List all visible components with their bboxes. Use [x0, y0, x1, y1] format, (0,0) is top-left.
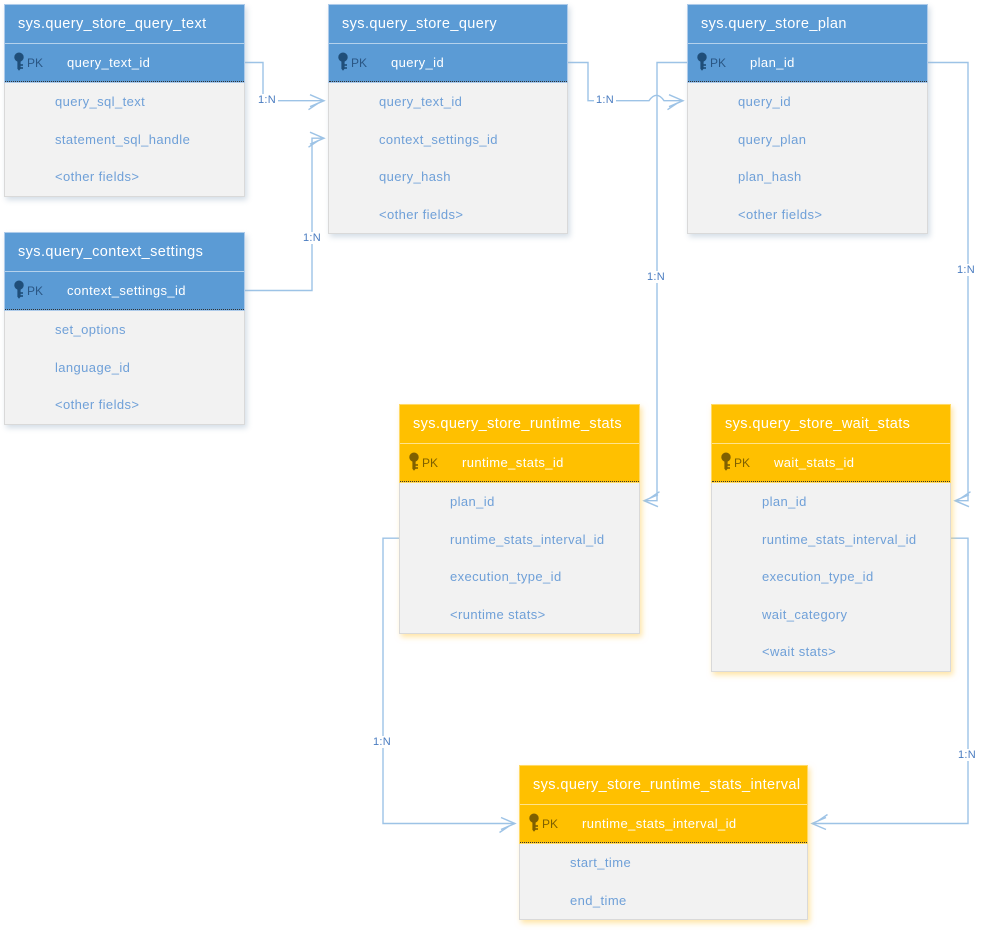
- table-query-store-plan[interactable]: sys.query_store_plan PK plan_id query_id…: [687, 4, 928, 234]
- primary-key-row[interactable]: PK runtime_stats_interval_id: [520, 804, 807, 843]
- table-title[interactable]: sys.query_store_plan: [701, 16, 847, 32]
- field-row: context_settings_id: [379, 131, 498, 147]
- table-title[interactable]: sys.query_store_query_text: [18, 16, 207, 32]
- pk-field-name: wait_stats_id: [774, 455, 855, 470]
- field-row: plan_id: [450, 494, 495, 509]
- cardinality-label: 1:N: [593, 94, 617, 106]
- primary-key-row[interactable]: PK runtime_stats_id: [400, 443, 639, 482]
- pk-tag: PK: [734, 455, 751, 470]
- field-row: start_time: [570, 855, 632, 870]
- field-row: language_id: [55, 359, 131, 375]
- primary-key-row[interactable]: PK wait_stats_id: [712, 443, 950, 482]
- table-title[interactable]: sys.query_store_query: [342, 16, 498, 32]
- field-row: execution_type_id: [762, 569, 874, 584]
- pk-tag: PK: [710, 55, 727, 70]
- field-row: query_sql_text: [55, 94, 146, 109]
- primary-key-icon: [338, 52, 348, 71]
- primary-key-icon: [14, 280, 24, 299]
- table-query-store-query-text[interactable]: sys.query_store_query_text PK query_text…: [4, 4, 245, 197]
- primary-key-row[interactable]: PK plan_id: [688, 43, 927, 82]
- field-row: query_id: [738, 94, 792, 109]
- table-query-store-wait-stats[interactable]: sys.query_store_wait_stats PK wait_stats…: [711, 404, 951, 672]
- primary-key-icon: [697, 52, 707, 71]
- cardinality-label: 1:N: [370, 736, 394, 748]
- field-row: <other fields>: [738, 206, 823, 222]
- pk-field-name: context_settings_id: [67, 283, 186, 298]
- pk-field-name: query_id: [391, 55, 445, 70]
- connector-contextsettings-to-query: [245, 131, 326, 292]
- field-row: plan_id: [762, 494, 807, 509]
- pk-field-name: runtime_stats_id: [462, 455, 564, 470]
- cardinality-label: 1:N: [955, 749, 979, 761]
- table-title[interactable]: sys.query_store_runtime_stats: [413, 416, 623, 432]
- field-row: query_text_id: [379, 94, 463, 109]
- pk-tag: PK: [351, 55, 368, 70]
- field-row: runtime_stats_interval_id: [762, 531, 917, 547]
- primary-key-row[interactable]: PK query_id: [329, 43, 567, 82]
- field-row: query_plan: [738, 131, 807, 147]
- pk-field-name: plan_id: [750, 55, 795, 70]
- pk-field-name: query_text_id: [67, 55, 151, 70]
- pk-tag: PK: [422, 455, 439, 470]
- pk-tag: PK: [542, 816, 559, 831]
- field-row: statement_sql_handle: [55, 131, 191, 147]
- pk-tag: PK: [27, 283, 44, 298]
- field-row: set_options: [55, 322, 126, 337]
- pk-tag: PK: [27, 55, 44, 70]
- cardinality-label: 1:N: [300, 232, 324, 244]
- primary-key-row[interactable]: PK context_settings_id: [5, 271, 244, 310]
- cardinality-label: 1:N: [644, 271, 668, 283]
- pk-field-name: runtime_stats_interval_id: [582, 816, 737, 831]
- table-title[interactable]: sys.query_store_wait_stats: [725, 416, 911, 432]
- primary-key-icon: [14, 52, 24, 71]
- field-row: <other fields>: [379, 206, 464, 222]
- field-row: end_time: [570, 892, 627, 908]
- table-query-store-runtime-stats[interactable]: sys.query_store_runtime_stats PK runtime…: [399, 404, 640, 634]
- field-row: <runtime stats>: [450, 606, 546, 622]
- field-row: <other fields>: [55, 397, 140, 412]
- field-row: plan_hash: [738, 169, 802, 184]
- field-row: wait_category: [762, 606, 848, 622]
- primary-key-row[interactable]: PK query_text_id: [5, 43, 244, 82]
- primary-key-icon: [409, 452, 419, 471]
- field-row: runtime_stats_interval_id: [450, 531, 605, 547]
- field-row: execution_type_id: [450, 569, 562, 584]
- field-row: query_hash: [379, 169, 451, 184]
- field-row: <other fields>: [55, 169, 140, 184]
- primary-key-icon: [721, 452, 731, 471]
- table-title[interactable]: sys.query_store_runtime_stats_interval: [533, 777, 801, 793]
- table-query-store-runtime-stats-interval[interactable]: sys.query_store_runtime_stats_interval P…: [519, 765, 808, 920]
- cardinality-label: 1:N: [954, 264, 978, 276]
- primary-key-icon: [529, 813, 539, 832]
- table-query-store-query[interactable]: sys.query_store_query PK query_id query_…: [328, 4, 568, 234]
- table-query-context-settings[interactable]: sys.query_context_settings PK context_se…: [4, 232, 245, 425]
- cardinality-label: 1:N: [255, 94, 279, 106]
- field-row: <wait stats>: [762, 644, 837, 659]
- table-title[interactable]: sys.query_context_settings: [18, 244, 204, 260]
- connector-query-to-plan: [568, 61, 685, 111]
